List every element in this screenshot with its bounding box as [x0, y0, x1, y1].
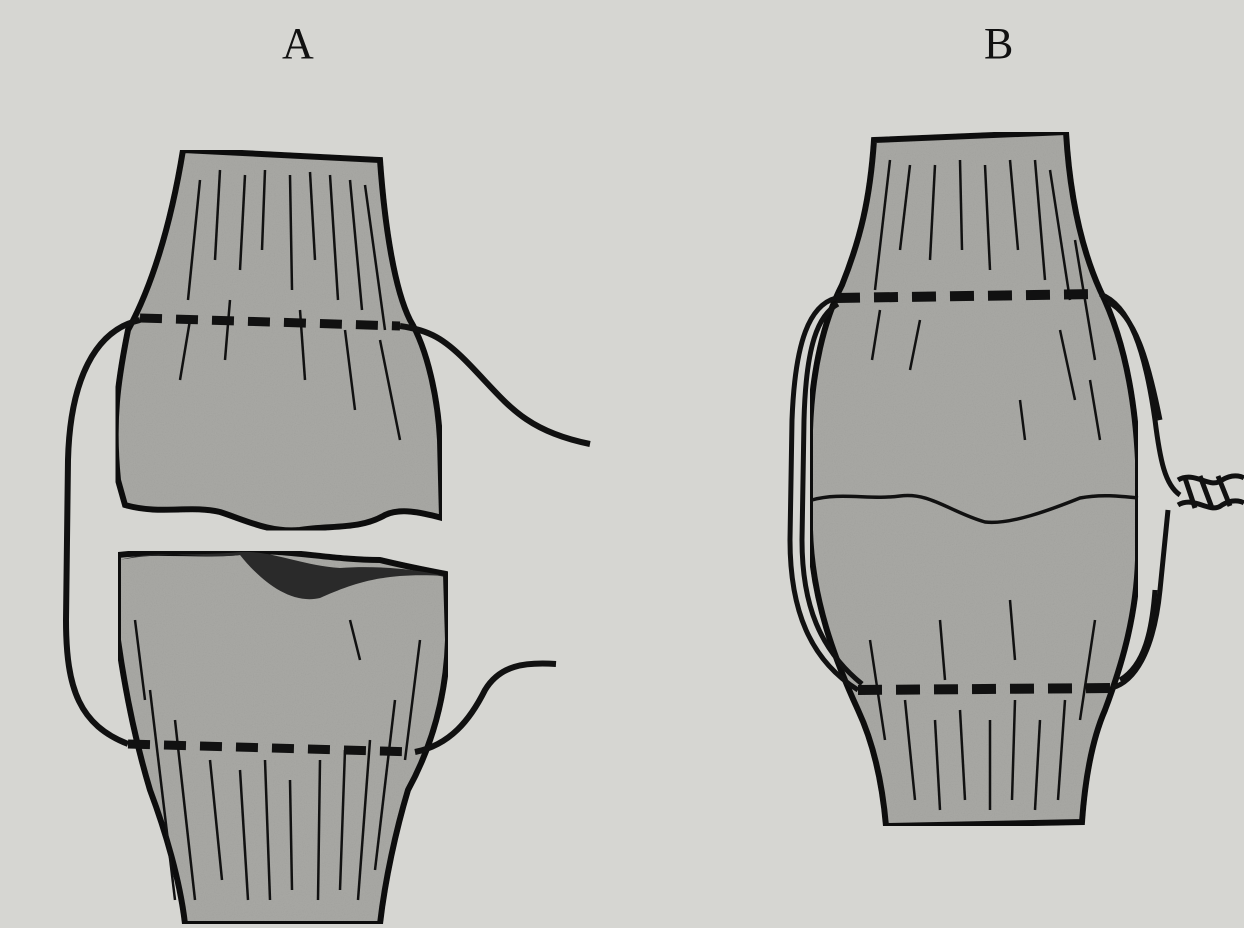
panel-a — [66, 150, 590, 924]
panel-a-upper-fragment — [116, 150, 442, 530]
panel-a-lower-fragment — [118, 551, 448, 924]
panel-b-united-bone — [810, 132, 1138, 826]
panel-b-label: B — [984, 18, 1013, 69]
panel-b — [790, 132, 1244, 826]
panel-a-label: A — [282, 18, 314, 69]
